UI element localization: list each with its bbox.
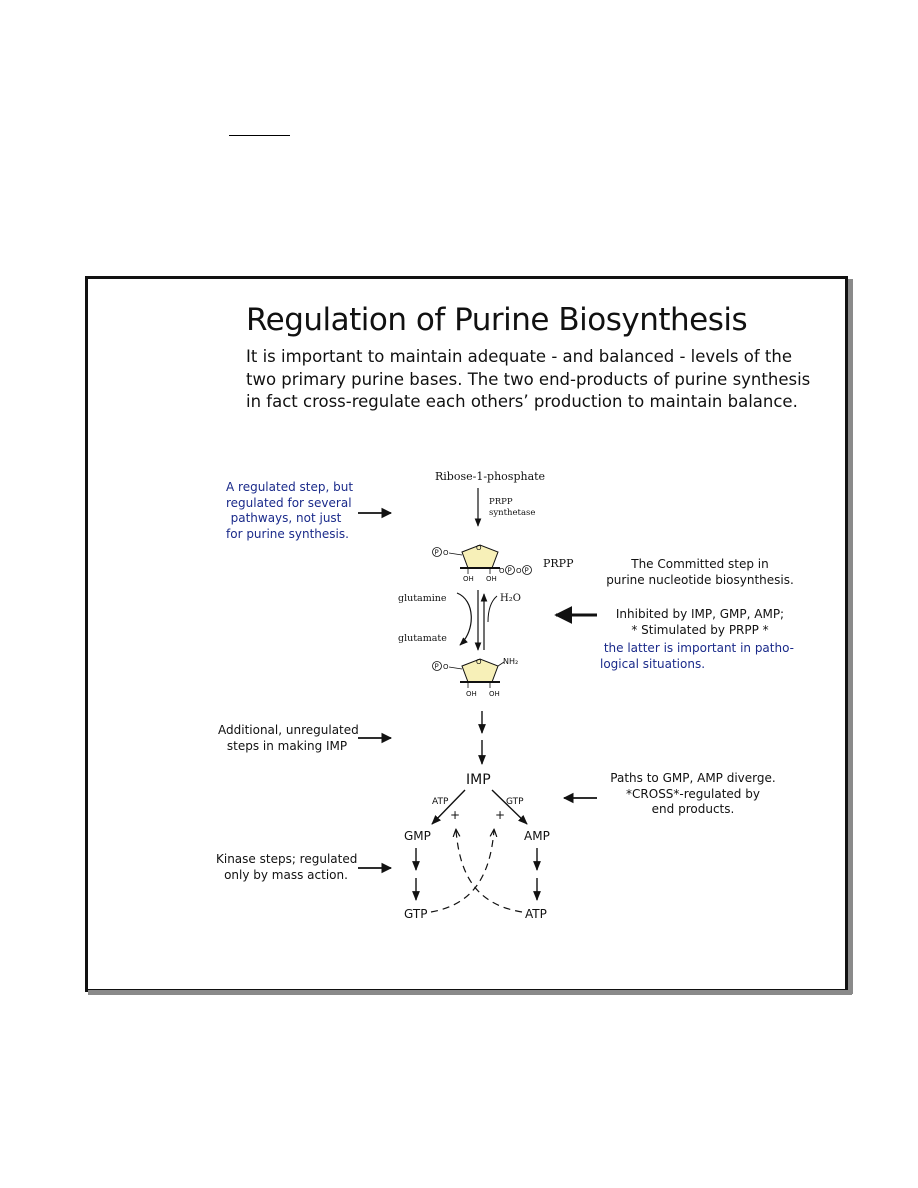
note-line: Inhibited by IMP, GMP, AMP;	[615, 607, 785, 621]
phosphate-symbol: P	[508, 567, 512, 575]
note-line: regulated for several	[226, 495, 352, 510]
glutamate-label: glutamate	[398, 633, 447, 644]
note-committed-regulation: Inhibited by IMP, GMP, AMP; * Stimulated…	[605, 607, 795, 638]
intro-line: in fact cross-regulate each others’ prod…	[246, 392, 798, 411]
intro-paragraph: It is important to maintain adequate - a…	[246, 346, 811, 414]
atp-cofactor-label: ATP	[432, 797, 449, 807]
hydroxyl-label: OH	[463, 575, 474, 583]
note-line: Kinase steps; regulated	[216, 852, 358, 866]
imp-to-gmp-arrow	[431, 789, 466, 825]
frame-shadow-bottom	[88, 990, 852, 995]
intro-line: two primary purine bases. The two end-pr…	[246, 369, 811, 389]
oxygen-symbol: O	[443, 663, 449, 671]
note-line: A regulated step, but	[226, 480, 354, 494]
gtp-label: GTP	[404, 907, 427, 921]
header-underline	[229, 135, 290, 136]
gmp-label: GMP	[404, 829, 431, 843]
note-kinase-steps: Kinase steps; regulated only by mass act…	[216, 852, 358, 883]
note-prpp-step: A regulated step, but regulated for seve…	[226, 480, 354, 542]
plus-sign-atp: +	[495, 808, 505, 822]
slide-title: Regulation of Purine Biosynthesis	[246, 302, 748, 338]
enzyme-label: synthetase	[489, 508, 535, 518]
intro-line: It is important to maintain adequate - a…	[246, 347, 792, 366]
ring-oxygen-symbol: O	[476, 544, 482, 552]
note-line: the latter is important in patho-	[603, 641, 794, 655]
oxygen-symbol: O	[443, 549, 449, 557]
note-line: steps in making IMP	[226, 738, 348, 753]
note-line: only by mass action.	[224, 867, 348, 882]
prpp-structure: P O O OH OH O P O P	[432, 544, 532, 583]
note-line: Paths to GMP, AMP diverge.	[610, 771, 776, 785]
note-unregulated-steps: Additional, unregulated steps in making …	[218, 723, 359, 754]
note-committed-step: The Committed step in purine nucleotide …	[605, 557, 795, 588]
note-line: purine nucleotide biosynthesis.	[606, 572, 794, 587]
gtp-stimulates-amp-branch	[430, 830, 494, 913]
hydroxyl-label: OH	[486, 575, 497, 583]
note-line: for purine synthesis.	[226, 526, 349, 541]
note-line: *CROSS*-regulated by	[626, 786, 760, 801]
phosphate-symbol: P	[435, 549, 439, 557]
slide-frame	[85, 276, 848, 992]
glutamine-label: glutamine	[398, 593, 447, 604]
ring-oxygen-symbol: O	[476, 658, 482, 666]
hydroxyl-label: OH	[466, 690, 477, 698]
note-diverge: Paths to GMP, AMP diverge. *CROSS*-regul…	[608, 771, 778, 818]
amp-label: AMP	[524, 829, 550, 843]
oxygen-symbol: O	[516, 567, 522, 575]
amine-label: NH₂	[503, 657, 518, 666]
note-line: pathways, not just	[230, 511, 342, 525]
imp-to-amp-arrow	[491, 789, 528, 825]
water-label: H₂O	[500, 593, 521, 604]
note-line: end products.	[651, 802, 735, 816]
ribose-1-phosphate-label: Ribose-1-phosphate	[435, 470, 545, 483]
hydroxyl-label: OH	[489, 690, 500, 698]
enzyme-label: PRPP	[489, 497, 513, 507]
note-pathological: the latter is important in patho- logica…	[600, 641, 794, 672]
note-line: Additional, unregulated	[218, 723, 359, 737]
gtp-cofactor-label: GTP	[506, 797, 524, 807]
atp-stimulates-gmp-branch	[456, 830, 523, 913]
prpp-label: PRPP	[543, 557, 574, 570]
frame-shadow-right	[848, 279, 853, 994]
imp-label: IMP	[466, 772, 491, 788]
phosphate-symbol: P	[435, 663, 439, 671]
note-line: logical situations.	[600, 656, 706, 671]
note-line: The Committed step in	[631, 557, 769, 571]
phosphoribosylamine-structure: P O O NH₂ OH OH	[432, 657, 518, 698]
phosphate-symbol: P	[525, 567, 529, 575]
oxygen-symbol: O	[499, 567, 505, 575]
note-line: * Stimulated by PRPP *	[631, 622, 769, 637]
atp-label: ATP	[525, 907, 547, 921]
glutamine-glutamate-curve	[456, 592, 472, 646]
plus-sign-gtp: +	[450, 808, 460, 822]
water-curve	[487, 595, 498, 623]
